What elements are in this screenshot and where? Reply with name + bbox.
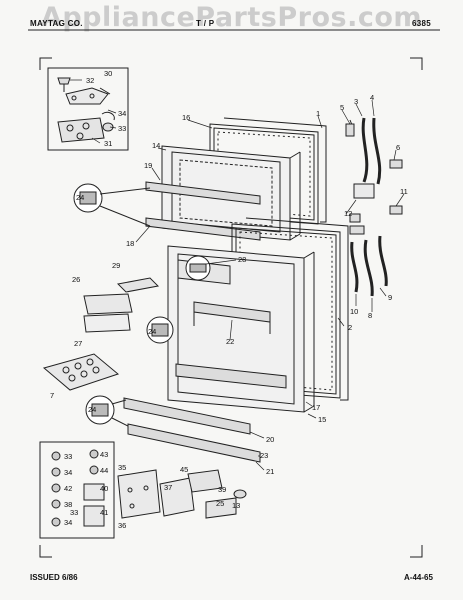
inset-box-hinge <box>47 67 129 151</box>
detail-circle-24c <box>85 395 129 427</box>
door-shelf-lower <box>175 363 287 389</box>
callout-19: 19 <box>144 161 152 170</box>
callout-27: 27 <box>74 339 82 348</box>
callout-39: 39 <box>218 485 226 494</box>
fresh-food-shelf-20 <box>123 397 251 435</box>
detail-circle-24b <box>146 316 174 344</box>
callout-2: 2 <box>348 323 352 332</box>
callout-14: 14 <box>152 141 160 150</box>
footer-code: A-44-65 <box>404 573 433 582</box>
callout-32: 32 <box>86 76 94 85</box>
callout-33-low: 33 <box>70 508 78 517</box>
callout-24-b: 24 <box>148 327 156 336</box>
hinge-cover-11 <box>389 205 403 215</box>
callout-9: 9 <box>388 293 392 302</box>
callout-37: 37 <box>164 483 172 492</box>
hinge-cover-6 <box>389 159 403 169</box>
callout-31: 31 <box>104 139 112 148</box>
fresh-food-shelf-21 <box>127 423 261 463</box>
callout-numbers: 32 30 34 33 31 16 1 5 3 4 14 19 6 24 11 … <box>50 69 408 530</box>
detail-circle-28 <box>185 255 211 281</box>
callout-43: 43 <box>100 450 108 459</box>
callout-34-mid: 34 <box>64 468 72 477</box>
fresh-food-door-outer <box>245 217 349 401</box>
callout-25: 25 <box>216 499 224 508</box>
callout-23: 23 <box>260 451 268 460</box>
frame-corner-tl <box>39 57 52 70</box>
callout-24-c: 24 <box>88 405 96 414</box>
callout-3: 3 <box>354 97 358 106</box>
hinge-plate <box>57 117 105 143</box>
callout-22: 22 <box>226 337 234 346</box>
callout-12: 12 <box>344 209 352 218</box>
callout-13: 13 <box>232 501 240 510</box>
callout-7: 7 <box>50 391 54 400</box>
callout-8: 8 <box>368 311 372 320</box>
frame-corner-tr <box>410 57 423 70</box>
hardware-parts <box>51 449 105 527</box>
hinge-bracket-top <box>57 77 115 132</box>
callout-26: 26 <box>72 275 80 284</box>
frame-corner-bl <box>39 545 52 558</box>
callout-33-top: 33 <box>118 124 126 133</box>
butter-bin-26 <box>83 293 133 333</box>
callout-16: 16 <box>182 113 190 122</box>
callout-5: 5 <box>340 103 344 112</box>
callout-41: 41 <box>100 508 108 517</box>
callout-4: 4 <box>370 93 374 102</box>
header-right: 6385 <box>412 19 431 28</box>
callout-1: 1 <box>316 109 320 118</box>
callout-33-mid: 33 <box>64 452 72 461</box>
detail-circle-24a <box>73 183 151 227</box>
callout-35: 35 <box>118 463 126 472</box>
door-shelf-22 <box>193 301 271 334</box>
callout-24-a: 24 <box>76 193 84 202</box>
header-center: T / P <box>196 19 215 28</box>
hinge-strap-8-9-10 <box>349 225 388 297</box>
leader-lines <box>70 79 405 471</box>
butter-door-29 <box>116 277 160 293</box>
callout-36: 36 <box>118 521 126 530</box>
callout-28: 28 <box>238 255 246 264</box>
callout-10: 10 <box>350 307 358 316</box>
callout-20: 20 <box>266 435 274 444</box>
callout-11: 11 <box>400 187 408 196</box>
hinge-bracket-12 <box>349 183 375 223</box>
callout-17: 17 <box>312 403 320 412</box>
freezer-door-outer <box>223 117 327 223</box>
footer-issued: ISSUED 6/86 <box>30 573 78 582</box>
callout-21: 21 <box>266 467 274 476</box>
egg-tray-7 <box>42 353 120 391</box>
callout-42: 42 <box>64 484 72 493</box>
callout-44: 44 <box>100 466 108 475</box>
callout-38: 38 <box>64 500 72 509</box>
callout-34-low: 34 <box>64 518 72 527</box>
callout-6: 6 <box>396 143 400 152</box>
callout-29: 29 <box>112 261 120 270</box>
lower-hinge-parts <box>117 469 247 519</box>
callout-45: 45 <box>180 465 188 474</box>
callout-40: 40 <box>100 484 108 493</box>
callout-34-top: 34 <box>118 109 126 118</box>
callout-15: 15 <box>318 415 326 424</box>
freezer-shelf-19 <box>145 181 261 205</box>
header-left: MAYTAG CO. <box>30 19 83 28</box>
inset-box-hardware <box>39 441 115 539</box>
callout-30: 30 <box>104 69 112 78</box>
frame-corner-br <box>410 545 423 558</box>
callout-18: 18 <box>126 239 134 248</box>
hinge-strap-3-4 <box>345 117 382 185</box>
